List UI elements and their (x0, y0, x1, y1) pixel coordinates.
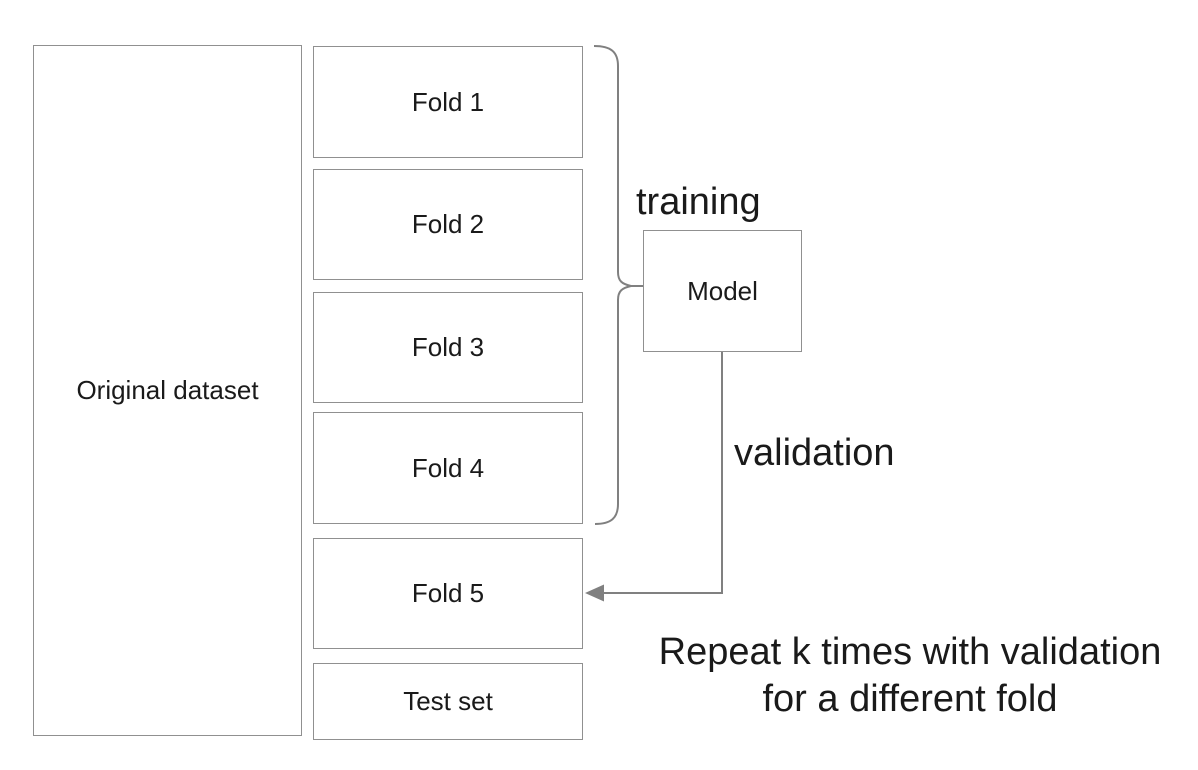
fold-4-box: Fold 4 (313, 412, 583, 524)
model-box: Model (643, 230, 802, 352)
test-set-label: Test set (403, 686, 493, 716)
fold-5-label: Fold 5 (411, 578, 485, 608)
fold-3-box: Fold 3 (313, 292, 583, 403)
model-label: Model (687, 275, 758, 306)
training-brace-icon (593, 45, 632, 525)
fold-1-box: Fold 1 (313, 46, 583, 158)
validation-arrow-line (602, 352, 723, 594)
original-dataset-label: Original dataset (76, 375, 259, 405)
repeat-note: Repeat k times with validation for a dif… (620, 629, 1198, 723)
fold-2-box: Fold 2 (313, 169, 583, 280)
fold-3-label: Fold 3 (411, 332, 485, 362)
fold-1-label: Fold 1 (411, 86, 485, 117)
fold-5-box: Fold 5 (313, 538, 583, 649)
validation-label: validation (734, 432, 895, 474)
original-dataset-box: Original dataset (33, 45, 302, 736)
repeat-note-line2: for a different fold (762, 678, 1058, 720)
fold-4-label: Fold 4 (411, 452, 485, 483)
validation-arrowhead-icon (585, 584, 604, 602)
fold-2-label: Fold 2 (411, 209, 485, 239)
training-label: training (636, 181, 761, 223)
test-set-box: Test set (313, 663, 583, 740)
repeat-note-line1: Repeat k times with validation (658, 631, 1162, 673)
